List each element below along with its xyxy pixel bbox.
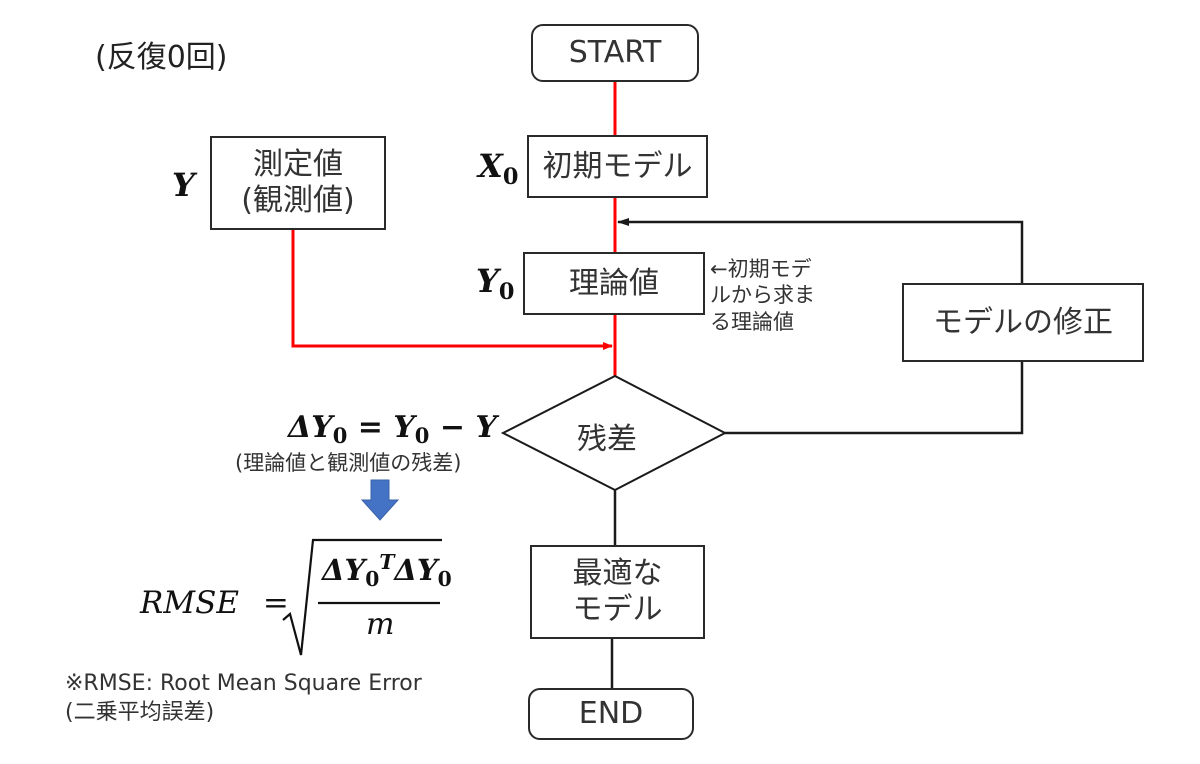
rmse-label: RMSE <box>140 585 239 621</box>
symbol-subscript: 0 <box>502 163 519 190</box>
theoretical-note: ←初期モデ ルから求ま る理論値 <box>710 256 815 335</box>
theoretical-symbol: Y0 <box>476 262 514 305</box>
iteration-label: (反復0回) <box>95 40 228 75</box>
end-label: END <box>578 696 644 731</box>
residual-caption: (理論値と観測値の残差) <box>235 451 462 475</box>
model-fix-node: モデルの修正 <box>902 283 1144 362</box>
num-a-sup: T <box>379 549 395 574</box>
sqrt-sign <box>282 538 442 656</box>
footnote-line2: (二乗平均誤差) <box>65 699 215 725</box>
optimal-model-node: 最適な モデル <box>530 545 705 639</box>
residual-formula: ΔY0 = Y0 − Y <box>288 410 497 449</box>
rmse-denominator: m <box>366 607 395 642</box>
lhs-base: ΔY <box>288 410 333 445</box>
num-b-base: ΔY <box>394 553 438 587</box>
lhs-sub: 0 <box>332 423 348 449</box>
note-line3: る理論値 <box>710 309 794 334</box>
down-arrow-icon <box>360 479 400 521</box>
rhs1-base: Y <box>393 410 415 445</box>
measured-symbol: Y <box>172 166 195 204</box>
rmse-numerator: ΔY0TΔY0 <box>322 549 452 591</box>
note-line2: ルから求ま <box>710 283 815 308</box>
optimal-label-line2: モデル <box>572 592 663 627</box>
num-a-base: ΔY <box>322 553 366 587</box>
symbol-base: Y <box>476 262 499 300</box>
end-node: END <box>528 688 694 740</box>
formula-rhs1: Y0 <box>393 410 430 449</box>
model-fix-label: モデルの修正 <box>933 304 1113 340</box>
initial-model-symbol: X0 <box>478 147 518 190</box>
symbol-base: X <box>478 147 503 185</box>
theoretical-value-node: 理論値 <box>523 252 705 315</box>
formula-lhs: ΔY0 <box>288 410 348 449</box>
residual-label: 残差 <box>577 422 637 457</box>
connector-measured-to-residual <box>291 230 613 350</box>
start-node: START <box>531 24 699 82</box>
formula-minus: − <box>439 410 466 445</box>
num-a-sub: 0 <box>365 567 380 592</box>
formula-rhs2: Y <box>475 410 497 445</box>
note-line1: ←初期モデ <box>710 257 812 281</box>
symbol-base: Y <box>172 166 195 204</box>
measured-label-line1: 測定値 <box>253 147 343 182</box>
residual-decision-diamond <box>500 374 728 492</box>
num-b-sub: 0 <box>437 567 452 592</box>
formula-equals: = <box>357 410 383 445</box>
footnote: ※RMSE: Root Mean Square Error (二乗平均誤差) <box>65 670 422 727</box>
measured-value-node: 測定値 (観測値) <box>210 136 386 230</box>
optimal-label-line1: 最適な <box>572 556 663 591</box>
theoretical-label: 理論値 <box>569 265 659 301</box>
measured-label-line2: (観測値) <box>241 183 355 218</box>
start-label: START <box>568 35 662 70</box>
rmse-lhs: RMSE = <box>140 585 289 621</box>
symbol-subscript: 0 <box>498 278 515 305</box>
initial-model-label: 初期モデル <box>542 148 693 184</box>
rhs1-sub: 0 <box>414 423 430 449</box>
connector-residual-to-model-fix <box>725 362 1024 435</box>
footnote-line1: ※RMSE: Root Mean Square Error <box>65 671 422 696</box>
initial-model-node: 初期モデル <box>527 135 708 198</box>
connector-model-fix-loop-back <box>617 218 1024 283</box>
rmse-equals: = <box>262 585 289 621</box>
